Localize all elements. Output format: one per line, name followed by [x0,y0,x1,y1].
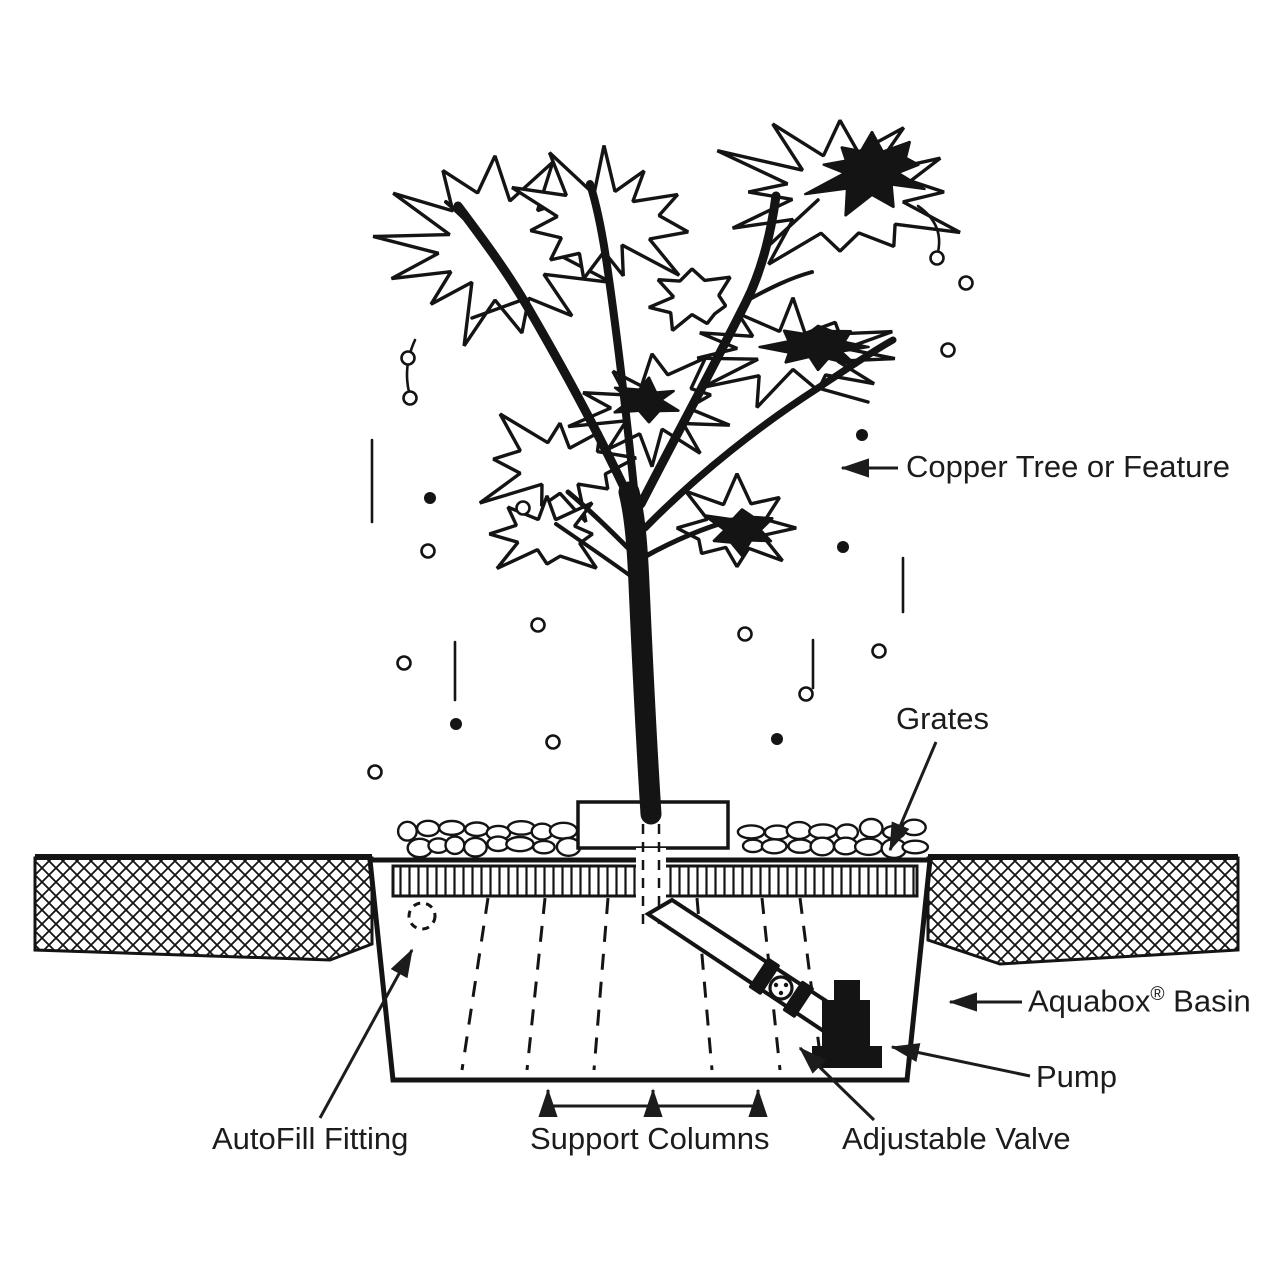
registered-mark: ® [1150,984,1165,1005]
label-adjustable-valve: Adjustable Valve [842,1121,1071,1156]
adjustable-valve [768,975,794,1001]
label-grates: Grates [896,701,990,736]
pebbles-left [396,819,582,859]
arrow-grates [888,741,938,852]
aquabox-basin [367,857,933,1083]
label-autofill-fitting: AutoFill Fitting [212,1121,409,1156]
ground-soil [33,854,1240,966]
label-copper-tree: Copper Tree or Feature [906,449,1230,484]
autofill-fitting [407,901,437,931]
arrow-autofill-fitting [318,948,414,1119]
valve-collar-b [782,980,814,1018]
valve-collar-a [748,957,780,995]
pump [812,980,882,1068]
label-support-columns: Support Columns [530,1121,770,1156]
pebbles-right [736,817,930,860]
arrow-adjustable-valve [798,1046,876,1122]
copper-tree [372,119,961,825]
label-aquabox-basin: Aquabox® Basin [1028,983,1251,1019]
label-pump: Pump [1036,1059,1117,1094]
leader-arrows [318,458,1031,1122]
water-droplets [367,204,974,780]
arrow-support-columns [538,1088,768,1117]
arrow-pump [890,1043,1031,1078]
pump-assembly [644,897,882,1068]
